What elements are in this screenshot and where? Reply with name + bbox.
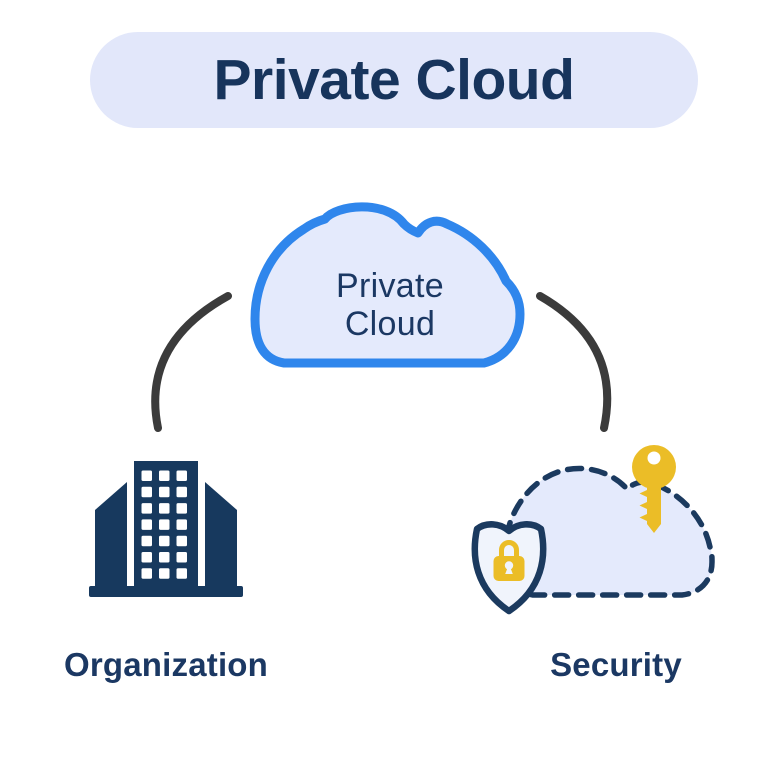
- padlock-icon: [493, 540, 525, 581]
- organization-node: Organization: [64, 461, 268, 683]
- security-label: Security: [550, 646, 682, 683]
- central-cloud-label-line2: Cloud: [345, 305, 435, 343]
- building-icon: [89, 461, 243, 597]
- building-windows: [141, 470, 187, 579]
- security-node: Security: [471, 445, 715, 683]
- central-cloud-node: Private Cloud: [250, 202, 525, 368]
- page-title: Private Cloud: [213, 48, 575, 112]
- cloud-icon: [250, 202, 525, 368]
- central-cloud-label-line1: Private: [336, 267, 444, 305]
- title-banner: Private Cloud: [90, 32, 698, 128]
- connector-arc-left: [151, 292, 232, 432]
- secure-cloud-icon: [471, 445, 715, 615]
- building-base: [89, 586, 243, 597]
- key-icon: [632, 445, 676, 533]
- connector-arc-right: [536, 292, 612, 432]
- shield-lock-icon: [471, 521, 547, 615]
- organization-label: Organization: [64, 646, 268, 683]
- building-left-wing: [95, 482, 127, 586]
- building-right-wing: [205, 482, 237, 586]
